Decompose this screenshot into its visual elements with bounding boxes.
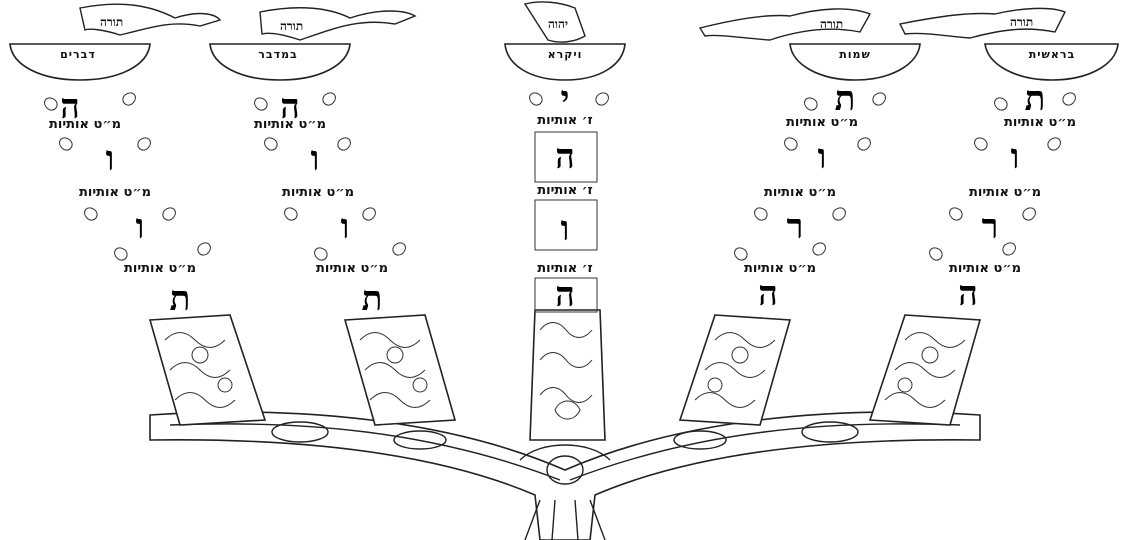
branch-bereshit: תורה בראשית ת מ״ט אותיות ו מ״ט אותיות ר … — [900, 8, 1118, 314]
scroll-label: תורה — [820, 17, 843, 31]
letter-2: ה — [555, 137, 575, 177]
letter-1: ת — [835, 79, 856, 119]
caption-2: ז׳ אותיות — [537, 183, 592, 198]
cup-label: במדבר — [258, 48, 297, 61]
caption-2: מ״ט אותיות — [79, 185, 151, 200]
caption-2: מ״ט אותיות — [764, 185, 836, 200]
branch-shemot: תורה שמות ת מ״ט אותיות ו מ״ט אותיות ר מ״… — [700, 9, 920, 314]
letter-4: ה — [555, 275, 575, 315]
scroll-label: תורה — [280, 19, 303, 33]
caption-1: מ״ט אותיות — [1004, 115, 1076, 130]
letter-3: ר — [787, 207, 804, 247]
caption-3: מ״ט אותיות — [316, 261, 388, 276]
caption-2: מ״ט אותיות — [969, 185, 1041, 200]
caption-1: מ״ט אותיות — [254, 117, 326, 132]
caption-3: מ״ט אותיות — [744, 261, 816, 276]
caption-1: ז׳ אותיות — [537, 113, 592, 128]
letter-1: ת — [1025, 79, 1046, 119]
scroll-label: יהוה — [548, 17, 568, 31]
scroll-label: תורה — [1010, 15, 1033, 29]
letter-3: ר — [982, 207, 999, 247]
letter-2: ו — [818, 137, 827, 177]
branch-bamidbar: תורה במדבר ה מ״ט אותיות ו מ״ט אותיות ו מ… — [210, 8, 415, 319]
letter-4: ה — [758, 274, 778, 314]
letter-3: ו — [136, 207, 145, 247]
caption-3: מ״ט אותיות — [124, 261, 196, 276]
scroll-label: תורה — [100, 15, 123, 29]
scroll — [900, 8, 1065, 38]
branch-devarim: תורה דברים ה מ״ט אותיות ו מ״ט אותיות ו מ… — [10, 4, 220, 319]
letter-2: ו — [106, 139, 115, 179]
cup-label: דברים — [60, 48, 96, 61]
letter-2: ו — [1011, 137, 1020, 177]
letter-4: ת — [170, 279, 191, 319]
letter-3: ו — [561, 209, 570, 249]
scroll — [700, 9, 870, 40]
branch-vayikra: יהוה ויקרא י ז׳ אותיות ה ז׳ אותיות ו ז׳ … — [505, 2, 625, 315]
caption-1: מ״ט אותיות — [49, 117, 121, 132]
caption-2: מ״ט אותיות — [282, 185, 354, 200]
cup-label: ויקרא — [548, 48, 583, 61]
cup-label: שמות — [839, 48, 871, 61]
caption-3: ז׳ אותיות — [537, 261, 592, 276]
letter-4: ת — [362, 279, 383, 319]
letter-3: ו — [341, 207, 350, 247]
cup-label: בראשית — [1029, 48, 1075, 61]
caption-1: מ״ט אותיות — [786, 115, 858, 130]
letter-2: ו — [311, 139, 320, 179]
letter-4: ה — [958, 274, 978, 314]
